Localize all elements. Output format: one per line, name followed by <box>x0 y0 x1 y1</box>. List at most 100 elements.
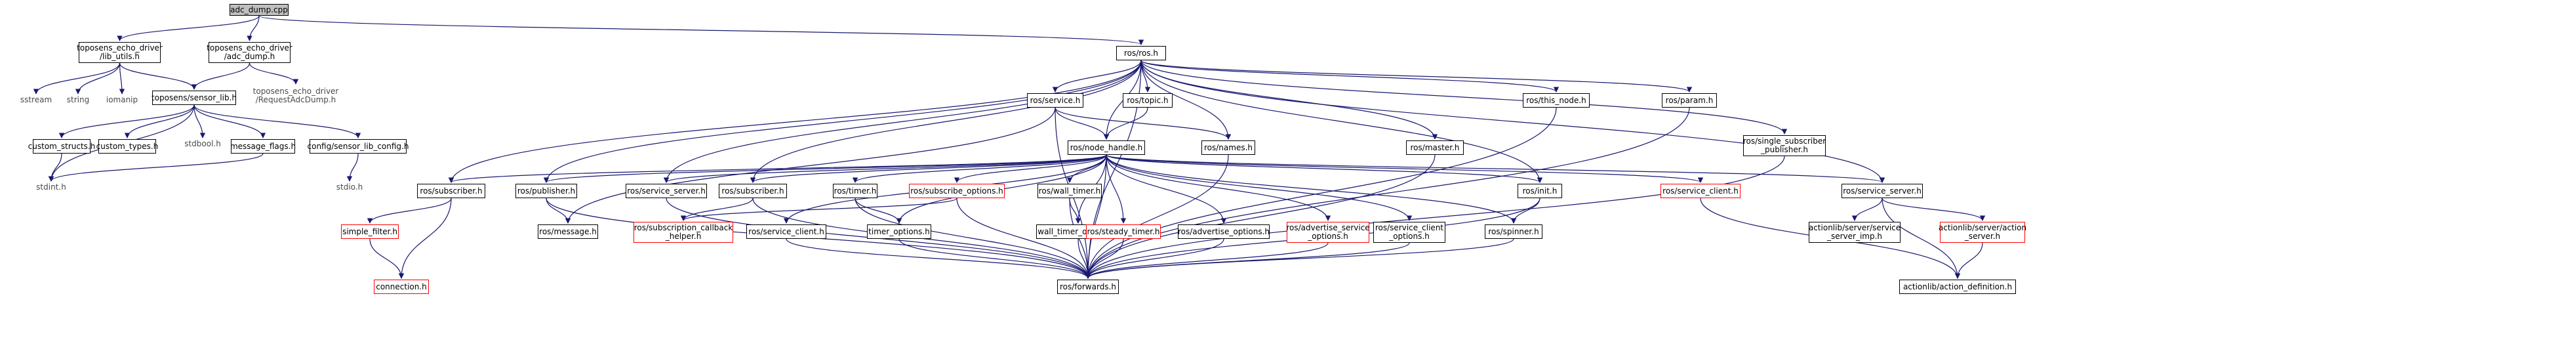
edge-node_handle-to-steady_timer <box>1106 154 1127 224</box>
edge-ros_h-to-this_node <box>1140 60 1559 93</box>
edge-subscribe_options-to-sub_callback <box>680 198 957 221</box>
edge-spinner_h-to-forwards_h <box>1085 238 1514 279</box>
node-ros-topic-h[interactable]: ros/topic.h <box>1123 93 1173 108</box>
edge-node_handle-to-spinner_h <box>1106 154 1517 224</box>
edge-node_handle-to-adv_service_options <box>1106 154 1331 221</box>
edge-message_flags-to-stdint <box>48 153 264 182</box>
node-ros-message-h[interactable]: ros/message.h <box>538 224 598 239</box>
node-stdbool-h: stdbool.h <box>182 139 223 148</box>
edge-lib_utils-to-string <box>75 62 121 94</box>
node-sensor-lib-h[interactable]: toposens/sensor_lib.h <box>151 91 237 105</box>
edge-sensor_lib-to-sensor_lib_config <box>193 104 361 138</box>
edge-publisher_h-to-message_h <box>546 198 571 224</box>
node-ros-service-client-h-right[interactable]: ros/service_client.h <box>1660 184 1741 198</box>
edge-ros_h-to-service_server_l <box>663 60 1142 183</box>
node-ros-advertise-options-h[interactable]: ros/advertise_options.h <box>1178 224 1270 239</box>
edge-lib_utils-to-sensor_lib <box>119 62 197 90</box>
node-connection-h[interactable]: connection.h <box>374 280 429 294</box>
node-custom-types-h[interactable]: custom_types.h <box>96 139 158 154</box>
node-actionlib-action-server-h[interactable]: actionlib/server/action _server.h <box>1939 222 2026 243</box>
edge-service_server_r-to-action_server <box>1882 198 1986 221</box>
edge-simple_filter-to-connection <box>369 238 405 279</box>
node-lib-utils-h[interactable]: toposens_echo_driver /lib_utils.h <box>77 42 163 63</box>
node-ros-param-h[interactable]: ros/param.h <box>1662 93 1717 108</box>
edge-ros_h-to-names_h <box>1140 60 1232 140</box>
edge-names_h-to-forwards_h <box>1085 154 1229 279</box>
node-ros-node-handle-h[interactable]: ros/node_handle.h <box>1068 140 1145 155</box>
edge-single_sub-to-forwards_h <box>1085 156 1785 279</box>
edge-master_h-to-forwards_h <box>1085 154 1436 279</box>
edge-ros_h-to-service_h <box>1052 60 1142 93</box>
node-ros-subscriber-h-middle[interactable]: ros/subscriber.h <box>719 184 787 198</box>
edge-this_node-to-forwards_h <box>1085 107 1557 279</box>
edge-advertise_options-to-forwards_h <box>1085 238 1224 279</box>
node-ros-service-client-options-h[interactable]: ros/service_client _options.h <box>1373 222 1445 243</box>
edge-sensor_lib-to-message_flags <box>193 104 266 138</box>
node-simple-filter-h[interactable]: simple_filter.h <box>341 224 399 239</box>
node-ros-forwards-h[interactable]: ros/forwards.h <box>1057 280 1119 294</box>
node-custom-structs-h[interactable]: custom_structs.h <box>28 139 95 154</box>
node-message-flags-h[interactable]: message_flags.h <box>230 139 296 154</box>
node-ros-publisher-h[interactable]: ros/publisher.h <box>515 184 577 198</box>
node-actionlib-action-definition-h[interactable]: actionlib/action_definition.h <box>1899 280 2016 294</box>
node-request-adc-dump-h: toposens_echo_driver /RequestAdcDump.h <box>253 85 338 106</box>
node-ros-h[interactable]: ros/ros.h <box>1116 46 1166 60</box>
node-ros-spinner-h[interactable]: ros/spinner.h <box>1485 224 1542 239</box>
node-ros-subscribe-options-h[interactable]: ros/subscribe_options.h <box>909 184 1005 198</box>
edge-service_client_m-to-forwards_h <box>786 238 1091 279</box>
edge-node_handle-to-service_server_r <box>1106 154 1885 183</box>
node-ros-this-node-h[interactable]: ros/this_node.h <box>1523 93 1590 108</box>
node-adc-dump-cpp: adc_dump.cpp <box>230 4 289 16</box>
edge-wall_timer-to-wall_timer_options <box>1069 198 1081 224</box>
node-ros-service-client-h-middle[interactable]: ros/service_client.h <box>746 224 826 239</box>
node-iomanip: iomanip <box>105 94 139 104</box>
edge-ros_h-to-single_sub <box>1140 60 1788 135</box>
node-ros-service-server-h-left[interactable]: ros/service_server.h <box>626 184 707 198</box>
edge-timer_h-to-forwards_h <box>855 198 1091 279</box>
edge-ros_subscriber_l-to-simple_filter <box>367 198 452 224</box>
edge-node_handle-to-subscribe_options <box>954 154 1107 183</box>
edge-adc_dump-to-adc_dump_h <box>247 15 260 41</box>
node-service-server-imp-h[interactable]: actionlib/server/service _server_imp.h <box>1809 222 1901 243</box>
node-ros-subscriber-h-left[interactable]: ros/subscriber.h <box>417 184 485 198</box>
node-string: string <box>64 95 92 104</box>
edge-sensor_lib-to-custom_types <box>124 104 195 138</box>
edge-node_handle-to-ros_subscriber_l <box>449 154 1107 183</box>
edge-ros_h-to-ros_subscriber_l <box>448 60 1142 183</box>
edge-node_handle-to-service_server_l <box>664 154 1107 183</box>
edge-service_server_r-to-action_definition <box>1882 198 1961 279</box>
node-ros-master-h[interactable]: ros/master.h <box>1406 140 1464 155</box>
edge-adc_dump-to-lib_utils <box>117 15 260 41</box>
node-ros-service-h[interactable]: ros/service.h <box>1027 93 1083 108</box>
edge-custom_structs-to-stdint <box>48 153 62 182</box>
node-ros-service-server-h-right[interactable]: ros/service_server.h <box>1841 184 1923 198</box>
edge-service_h-to-message_h <box>565 107 1056 224</box>
edge-ros_h-to-init_h <box>1140 60 1543 183</box>
node-sensor-lib-config-h[interactable]: config/sensor_lib_config.h <box>308 139 409 154</box>
edge-subscribe_options-to-forwards_h <box>956 198 1091 279</box>
edge-lib_utils-to-iomanip <box>119 62 125 94</box>
node-ros-names-h[interactable]: ros/names.h <box>1201 140 1255 155</box>
edge-timer_h-to-timer_options <box>855 198 902 224</box>
edge-sensor_lib-to-stdbool <box>193 104 206 138</box>
node-ros-wall-timer-h[interactable]: ros/wall_timer.h <box>1037 184 1102 198</box>
edge-timer_options-to-forwards_h <box>898 238 1091 279</box>
edge-param_h-to-forwards_h <box>1085 107 1690 279</box>
edge-service_h-to-names_h <box>1055 107 1232 140</box>
edge-sensor_lib-to-custom_structs <box>58 104 195 138</box>
node-subscription-callback-helper-h[interactable]: ros/subscription_callback _helper.h <box>634 222 733 243</box>
edge-node_handle-to-service_client_r <box>1106 154 1703 183</box>
node-ros-steady-timer-h[interactable]: ros/steady_timer.h <box>1086 224 1161 239</box>
node-ros-advertise-service-options-h[interactable]: ros/advertise_service _options.h <box>1286 222 1370 243</box>
node-ros-init-h[interactable]: ros/init.h <box>1518 184 1562 198</box>
edge-ros_h-to-service_server_r <box>1140 60 1885 183</box>
node-adc-dump-h[interactable]: toposens_echo_driver /adc_dump.h <box>207 42 292 63</box>
node-timer-options-h[interactable]: timer_options.h <box>867 224 931 239</box>
edge-ros_h-to-param_h <box>1140 60 1692 93</box>
node-ros-timer-h[interactable]: ros/timer.h <box>833 184 877 198</box>
edge-adc_dump_h-to-request_adc <box>249 62 299 85</box>
node-single-subscriber-publisher-h[interactable]: ros/single_subscriber _publisher.h <box>1743 135 1826 156</box>
edge-service_server_r-to-service_server_imp <box>1851 198 1883 221</box>
edge-node_handle-to-service_client_options <box>1106 154 1413 221</box>
edge-steady_timer-to-forwards_h <box>1085 238 1124 279</box>
